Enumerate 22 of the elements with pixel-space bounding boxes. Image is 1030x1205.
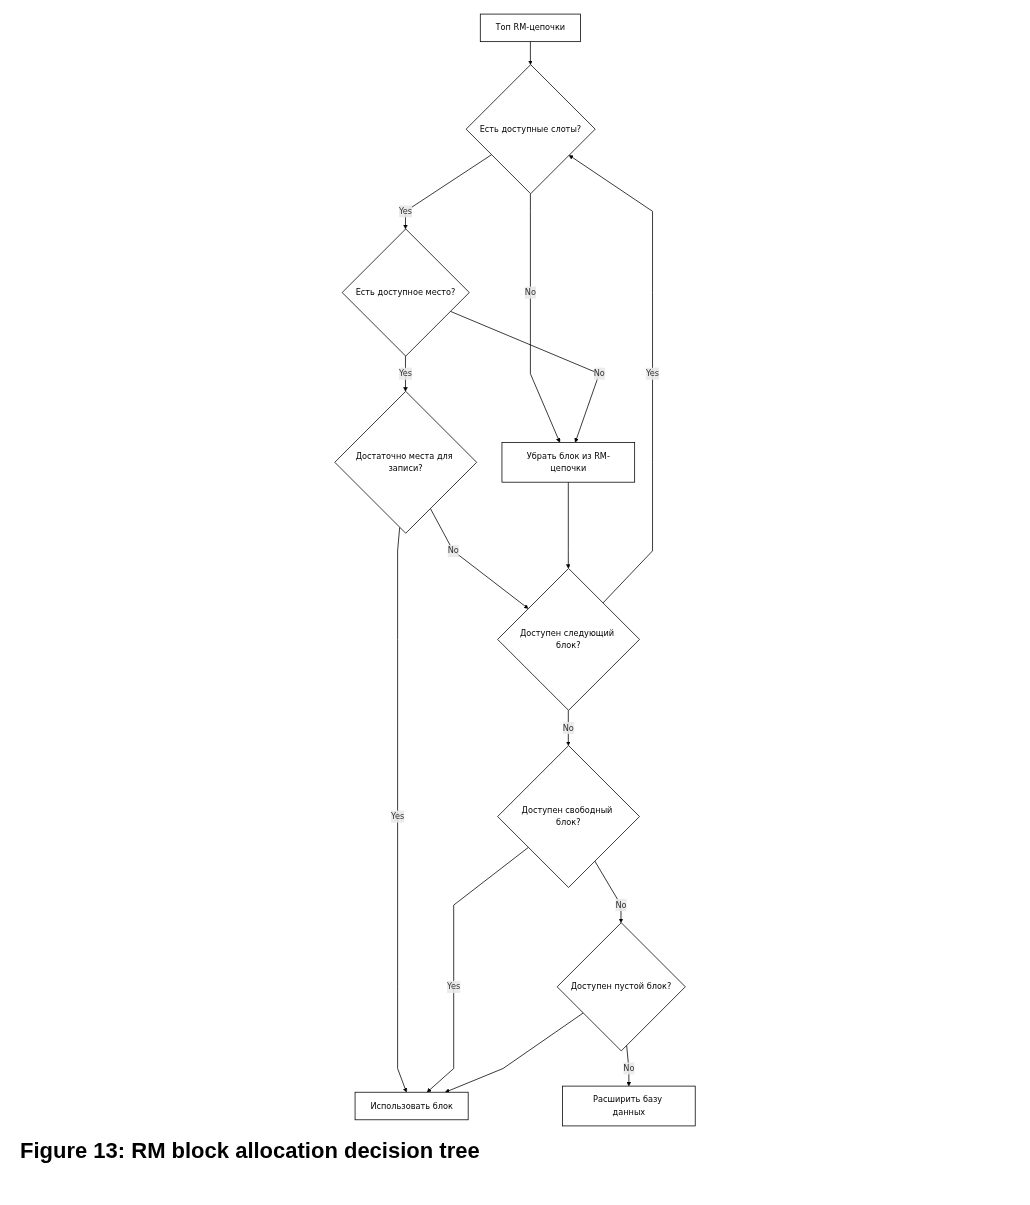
edge-label: Yes	[398, 368, 413, 379]
node-diamond: Достаточно места для записи?	[334, 390, 478, 534]
figure-caption: Figure 13: RM block allocation decision tree	[20, 1138, 481, 1164]
node-box: Топ RM-цепочки	[479, 13, 581, 43]
node-diamond: Доступен следующий блок?	[497, 568, 640, 711]
edge-label: No	[562, 722, 574, 733]
node-diamond: Есть доступные слоты?	[465, 64, 596, 195]
edge-label: Yes	[398, 206, 413, 216]
edge-label: No	[615, 900, 627, 910]
edge-label: No	[593, 368, 605, 379]
edge-label: Yes	[391, 811, 405, 822]
edge-label: No	[524, 287, 536, 298]
node-diamond: Доступен пустой блок?	[556, 922, 686, 1052]
node-box: Убрать блок из RM-цепочки	[501, 442, 636, 483]
node-diamond: Есть доступное место?	[341, 228, 470, 357]
edge-label: Yes	[645, 368, 660, 379]
edge-label: No	[623, 1063, 635, 1074]
edge-label: Yes	[447, 981, 461, 992]
edge-label: No	[447, 545, 459, 556]
node-diamond: Доступен свободный блок?	[497, 745, 640, 888]
node-box: Расширить базу данных	[562, 1085, 696, 1127]
node-box: Использовать блок	[354, 1091, 469, 1121]
